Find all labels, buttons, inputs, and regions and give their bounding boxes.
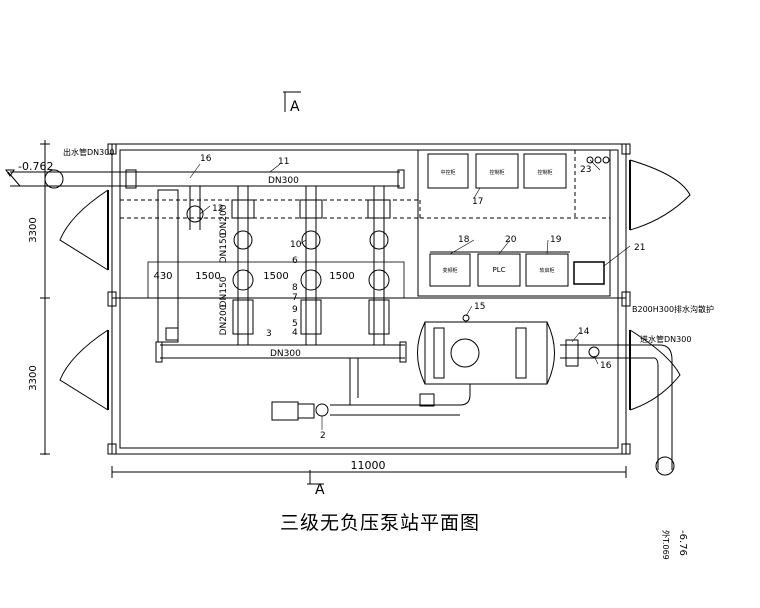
callout-15: 15 xyxy=(474,302,485,312)
section-mark-top: A xyxy=(283,91,301,115)
section-mark-bottom: A xyxy=(307,470,325,498)
section-mark-top-label: A xyxy=(290,99,300,115)
panel-top-3-label: 控制柜 xyxy=(537,169,552,176)
pressure-tank xyxy=(417,314,555,385)
callout-9: 9 xyxy=(292,305,298,315)
dim-left-upper: 3300 xyxy=(28,217,39,242)
drain-label: B200H300排水沟散护 xyxy=(632,304,714,314)
callout-5: 5 xyxy=(292,319,298,329)
panel-top-1-label: 中控柜 xyxy=(440,169,455,176)
pump-column-2 xyxy=(299,186,323,345)
elevation-right: -6.76 xyxy=(677,530,688,556)
panel-top-2-label: 控制柜 xyxy=(489,169,504,176)
dim-segment-2: 1500 xyxy=(263,271,288,282)
outlet-pipe-label: 出水管DN300 xyxy=(63,147,114,157)
callout-7: 7 xyxy=(292,293,298,303)
pump-column-1 xyxy=(231,186,255,345)
callout-3: 3 xyxy=(266,329,272,339)
dim-segment-3: 1500 xyxy=(329,271,354,282)
callout-16-bottom: 16 xyxy=(600,361,612,371)
dn200-label-b: DN200 xyxy=(219,304,229,335)
panel-bottom-1-label: 变频柜 xyxy=(442,267,457,274)
inlet-pipe-label: 进水管DN300 xyxy=(640,334,691,344)
dn150-label-a: DN150 xyxy=(219,232,229,263)
inlet-pipe-size: DN300 xyxy=(270,349,301,359)
inlet-pipe xyxy=(155,339,675,476)
elevation-right-note: 外T.069 xyxy=(661,530,671,560)
callout-4: 4 xyxy=(292,328,298,338)
callout-20: 20 xyxy=(505,235,517,245)
callout-11: 11 xyxy=(278,157,289,167)
container-walls xyxy=(107,143,631,455)
doors xyxy=(59,159,691,411)
dim-left-lower: 3300 xyxy=(28,365,39,390)
outlet-pipe-size: DN300 xyxy=(268,176,299,186)
vertical-valve-assembly xyxy=(157,186,204,343)
callout-21: 21 xyxy=(634,243,645,253)
callout-17: 17 xyxy=(472,197,483,207)
elevation-left: -0.762 xyxy=(18,160,53,173)
callout-12: 12 xyxy=(212,204,223,214)
section-mark-bottom-label: A xyxy=(315,482,325,498)
callout-16-top: 16 xyxy=(200,154,212,164)
dn150-label-b: DN150 xyxy=(219,276,229,307)
small-pump xyxy=(271,358,471,421)
callout-6: 6 xyxy=(292,256,298,266)
callout-18: 18 xyxy=(458,235,470,245)
dim-overall-length: 11000 xyxy=(351,459,386,472)
drawing-title: 三级无负压泵站平面图 xyxy=(279,512,480,534)
pump-column-3 xyxy=(367,186,391,345)
dim-segment-430: 430 xyxy=(153,271,172,282)
callout-10: 10 xyxy=(290,240,302,250)
callout-14: 14 xyxy=(578,327,590,337)
panel-bottom-3-label: 软启柜 xyxy=(539,267,554,274)
dn200-label-a: DN200 xyxy=(219,204,229,235)
elevation-left-marker xyxy=(5,169,15,177)
callout-leaders xyxy=(189,159,631,430)
callout-19: 19 xyxy=(550,235,562,245)
callout-numbers: 16 11 12 17 23 18 20 19 21 10 6 8 7 9 5 … xyxy=(200,154,645,441)
panel-bottom-2-label: PLC xyxy=(492,266,505,274)
callout-2: 2 xyxy=(320,431,326,441)
outlet-pipe xyxy=(7,169,405,189)
dimension-lines xyxy=(40,140,627,478)
callout-23: 23 xyxy=(580,165,591,175)
callout-8: 8 xyxy=(292,283,298,293)
dim-segment-1: 1500 xyxy=(195,271,220,282)
